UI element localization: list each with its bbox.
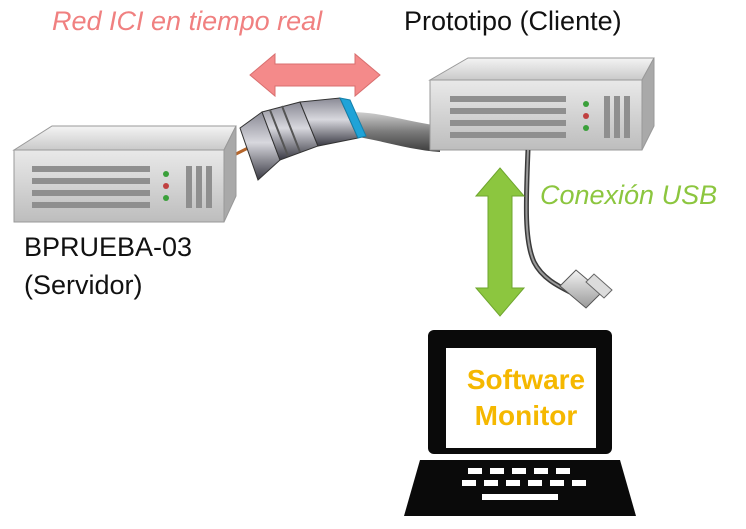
usb-cable (523, 149, 572, 295)
client-server-icon (428, 57, 655, 151)
laptop-icon (404, 330, 636, 516)
screen-line-1: Software (466, 364, 586, 395)
network-label: Red ICI en tiempo real (52, 6, 323, 36)
coax-connector-icon (227, 97, 367, 181)
network-double-arrow-icon (249, 52, 381, 98)
laptop-screen-text: Software Monitor (456, 362, 596, 434)
server-icon (12, 125, 237, 223)
server-name-label: BPRUEBA-03 (24, 232, 193, 262)
server-role-label: (Servidor) (24, 270, 143, 300)
screen-line-2: Monitor (474, 400, 578, 431)
usb-connection-label: Conexión USB (540, 180, 718, 210)
client-label: Prototipo (Cliente) (404, 6, 622, 36)
usb-plug-icon (559, 269, 613, 309)
coax-cable (350, 112, 440, 152)
usb-double-arrow-icon (474, 167, 526, 317)
